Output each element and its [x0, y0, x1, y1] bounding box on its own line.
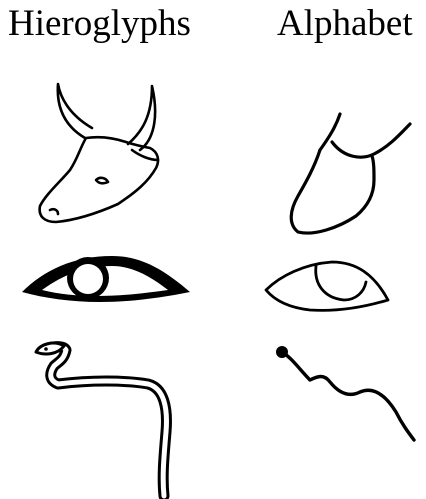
ox-head-hieroglyph-icon	[40, 84, 158, 222]
serpent-letter-icon	[276, 346, 414, 440]
eye-hieroglyph-icon	[22, 256, 190, 302]
serpent-hieroglyph-icon	[36, 343, 166, 496]
ox-head-letter-icon	[291, 114, 410, 233]
eye-letter-icon	[266, 262, 388, 310]
